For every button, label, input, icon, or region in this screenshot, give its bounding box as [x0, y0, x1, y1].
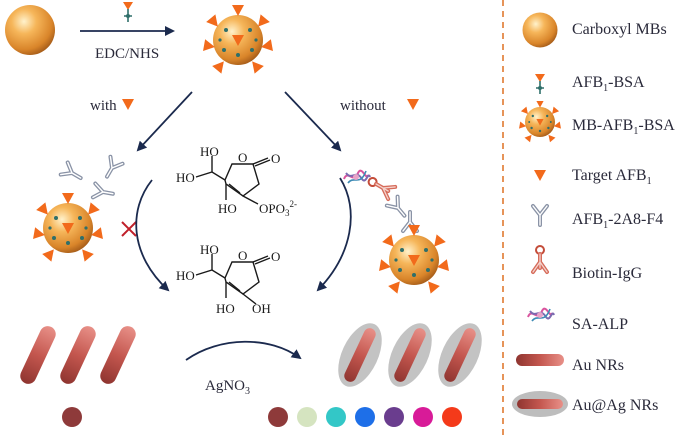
- legend-label-sa-alp: SA-ALP: [572, 316, 629, 333]
- legend-label-target-afb1: Target AFB1: [572, 167, 652, 188]
- biotin-igg-icon: [531, 244, 549, 274]
- afb1-bsa-icon: [534, 73, 546, 95]
- silver-growth-arrow: [185, 340, 302, 361]
- au-nanorods: [17, 323, 139, 387]
- mol1-ho-top: HO: [200, 144, 219, 159]
- without-branch-arrow: [284, 91, 342, 152]
- color-dot-2: [297, 407, 317, 427]
- color-dot-5: [384, 407, 404, 427]
- legend-label-au-nrs: Au NRs: [572, 357, 625, 374]
- target-afb1-icon: [534, 170, 546, 181]
- au-ag-nanorods: [329, 316, 491, 394]
- mb-afb1-bsa-complex: [203, 5, 273, 74]
- sandwich-complex: [343, 169, 419, 233]
- color-spectrum-dots: [268, 407, 462, 427]
- carboxyl-mb: [5, 5, 55, 55]
- legend-icons: [512, 12, 568, 417]
- mol1-o-ring: O: [238, 150, 247, 165]
- color-dot-1: [268, 407, 288, 427]
- bead-with-sandwich: [379, 225, 449, 294]
- agno3-label: AgNO3: [205, 378, 250, 397]
- with-branch-arrow: [136, 91, 193, 152]
- bead-with-target: [33, 193, 103, 262]
- without-label: without: [340, 98, 387, 114]
- color-dot-4: [355, 407, 375, 427]
- mol1-ho-ring: HO: [218, 201, 237, 216]
- antibody-icon: [531, 204, 549, 227]
- mol2-oh-bottom-right: OH: [252, 301, 271, 316]
- with-label: with: [90, 98, 117, 114]
- edc-nhs-arrow: [80, 1, 175, 36]
- legend-label-afb1-bsa: AFB1-BSA: [572, 74, 645, 95]
- positive-color-dot: [62, 407, 82, 427]
- au-ag-nr-icon: [512, 391, 568, 417]
- blocked-cross: [121, 221, 137, 237]
- ascorbic-acid-structure: [195, 254, 271, 305]
- legend-label-mb-afb1-bsa: MB-AFB1-BSA: [572, 117, 675, 138]
- mol1-o-carbonyl: O: [271, 151, 280, 166]
- without-afb1-icon: [407, 99, 419, 110]
- legend-label-biotin-igg: Biotin-IgG: [572, 265, 643, 282]
- mol2-ho-bottom-left: HO: [216, 301, 235, 316]
- right-curve-arrow: [316, 177, 352, 292]
- color-dot-3: [326, 407, 346, 427]
- mb-afb1-bsa-icon: [519, 101, 561, 142]
- color-dot-7: [442, 407, 462, 427]
- legend-label-carboxyl-mbs: Carboxyl MBs: [572, 21, 667, 38]
- mol2-ho-top: HO: [200, 242, 219, 257]
- with-afb1-icon: [122, 99, 134, 110]
- carboxyl-mb-icon: [522, 12, 558, 48]
- ascorbic-phosphate-structure: [195, 156, 271, 205]
- color-dot-6: [413, 407, 433, 427]
- legend-label-afb1-2a8-f4: AFB1-2A8-F4: [572, 211, 664, 232]
- legend-label-au-ag-nrs: Au@Ag NRs: [572, 397, 659, 414]
- mol2-ho-left: HO: [176, 268, 195, 283]
- mol1-ho-left: HO: [176, 170, 195, 185]
- mol2-o-ring: O: [238, 248, 247, 263]
- mol2-o-carbonyl: O: [271, 249, 280, 264]
- left-curve-arrow: [135, 179, 170, 292]
- edc-nhs-label: EDC/NHS: [95, 46, 159, 62]
- sa-alp-icon: [527, 307, 555, 322]
- mol1-opo3: OPO32-: [259, 199, 297, 218]
- au-nr-icon: [516, 354, 564, 366]
